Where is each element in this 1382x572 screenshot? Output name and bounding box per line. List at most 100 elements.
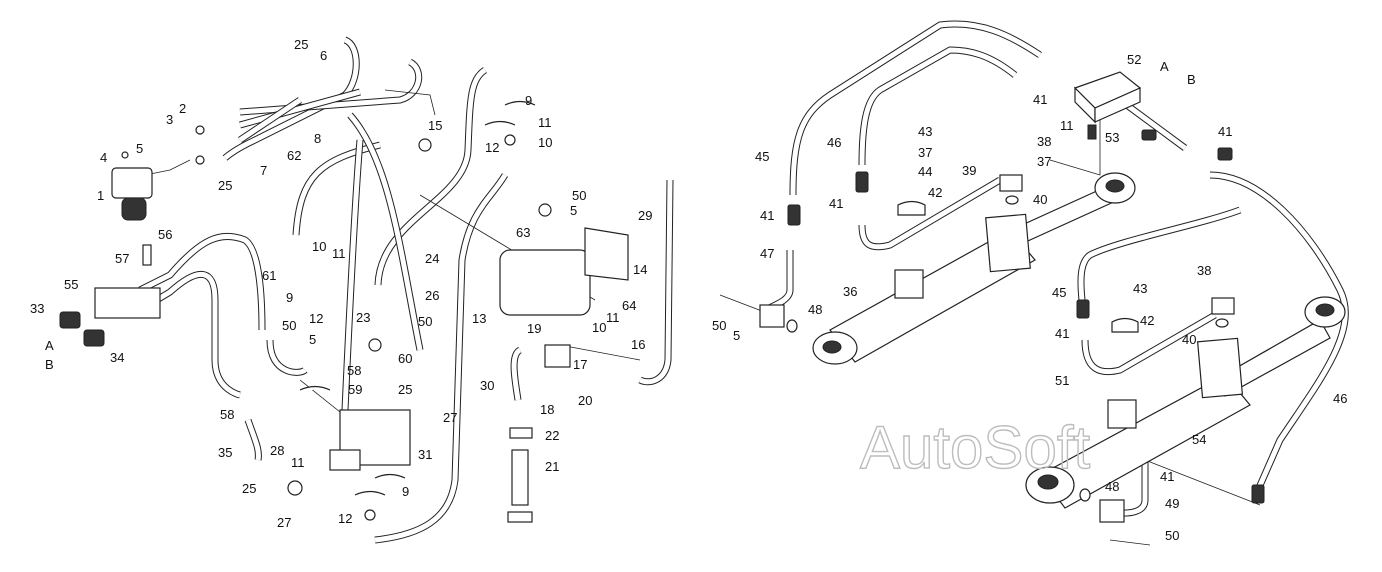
label-43: 43 xyxy=(1133,281,1147,296)
label-23: 23 xyxy=(356,310,370,325)
label-35: 35 xyxy=(218,445,232,460)
label-60: 60 xyxy=(398,351,412,366)
label-10: 10 xyxy=(538,135,552,150)
label-26: 26 xyxy=(425,288,439,303)
label-33: 33 xyxy=(30,301,44,316)
label-34: 34 xyxy=(110,350,124,365)
label-7: 7 xyxy=(260,163,267,178)
label-5: 5 xyxy=(136,141,143,156)
watermark-text: AutoSoft xyxy=(860,414,1090,481)
label-37: 37 xyxy=(918,145,932,160)
part-13-pump xyxy=(499,249,591,316)
label-B: B xyxy=(45,357,54,372)
part-36-cylinder xyxy=(812,172,1136,365)
part-55-manifold xyxy=(94,287,161,319)
label-18: 18 xyxy=(540,402,554,417)
label-4: 4 xyxy=(100,150,107,165)
label-50: 50 xyxy=(572,188,586,203)
part-33-fitting xyxy=(59,311,81,329)
label-45: 45 xyxy=(755,149,769,164)
label-38: 38 xyxy=(1197,263,1211,278)
label-A: A xyxy=(1160,59,1169,74)
label-16: 16 xyxy=(631,337,645,352)
part-21-spring xyxy=(511,449,529,506)
label-37: 37 xyxy=(1037,154,1051,169)
label-5: 5 xyxy=(309,332,316,347)
label-12: 12 xyxy=(485,140,499,155)
label-6: 6 xyxy=(320,48,327,63)
label-31: 31 xyxy=(418,447,432,462)
label-36: 36 xyxy=(843,284,857,299)
label-41: 41 xyxy=(1160,469,1174,484)
label-63: 63 xyxy=(516,225,530,240)
label-54: 54 xyxy=(1192,432,1206,447)
label-12: 12 xyxy=(309,311,323,326)
part-14-gasket xyxy=(584,227,629,281)
label-10: 10 xyxy=(592,320,606,335)
label-5: 5 xyxy=(570,203,577,218)
label-9: 9 xyxy=(525,93,532,108)
label-11: 11 xyxy=(1060,118,1074,133)
label-5: 5 xyxy=(733,328,740,343)
label-50: 50 xyxy=(282,318,296,333)
label-25: 25 xyxy=(218,178,232,193)
label-B: B xyxy=(1187,72,1196,87)
label-48: 48 xyxy=(808,302,822,317)
label-25: 25 xyxy=(398,382,412,397)
label-46: 46 xyxy=(827,135,841,150)
label-43: 43 xyxy=(918,124,932,139)
label-9: 9 xyxy=(402,484,409,499)
label-2: 2 xyxy=(179,101,186,116)
label-50: 50 xyxy=(1165,528,1179,543)
label-20: 20 xyxy=(578,393,592,408)
label-15: 15 xyxy=(428,118,442,133)
label-27: 27 xyxy=(443,410,457,425)
label-64: 64 xyxy=(622,298,636,313)
part-34-fitting xyxy=(83,329,105,347)
label-51: 51 xyxy=(1055,373,1069,388)
part-17-block xyxy=(544,344,571,368)
label-3: 3 xyxy=(166,112,173,127)
label-41: 41 xyxy=(760,208,774,223)
part-1-coil xyxy=(121,197,147,221)
hose-45b xyxy=(1077,206,1242,301)
hose-45 xyxy=(789,20,1042,196)
label-17: 17 xyxy=(573,357,587,372)
left-assembly: 25 6 2 3 5 4 1 25 7 8 62 15 9 11 10 12 2… xyxy=(30,36,674,544)
label-1: 1 xyxy=(97,188,104,203)
label-38: 38 xyxy=(1037,134,1051,149)
label-30: 30 xyxy=(480,378,494,393)
label-42: 42 xyxy=(928,185,942,200)
label-41: 41 xyxy=(829,196,843,211)
label-25: 25 xyxy=(242,481,256,496)
label-9: 9 xyxy=(286,290,293,305)
label-39: 39 xyxy=(962,163,976,178)
label-50: 50 xyxy=(712,318,726,333)
label-40: 40 xyxy=(1182,332,1196,347)
label-56: 56 xyxy=(158,227,172,242)
label-41: 41 xyxy=(1218,124,1232,139)
label-41: 41 xyxy=(1055,326,1069,341)
label-58: 58 xyxy=(347,363,361,378)
label-13: 13 xyxy=(472,311,486,326)
part-54-cylinder xyxy=(1025,296,1346,509)
label-44: 44 xyxy=(918,164,932,179)
label-19: 19 xyxy=(527,321,541,336)
label-11: 11 xyxy=(606,310,620,325)
label-46: 46 xyxy=(1333,391,1347,406)
label-29: 29 xyxy=(638,208,652,223)
label-58: 58 xyxy=(220,407,234,422)
label-57: 57 xyxy=(115,251,129,266)
part-1-body xyxy=(111,167,153,199)
part-42-clip xyxy=(897,200,926,216)
label-62: 62 xyxy=(287,148,301,163)
label-48: 48 xyxy=(1105,479,1119,494)
label-47: 47 xyxy=(760,246,774,261)
hose-46a xyxy=(858,46,1018,166)
label-50: 50 xyxy=(418,314,432,329)
label-10: 10 xyxy=(312,239,326,254)
label-11: 11 xyxy=(291,455,305,470)
label-55: 55 xyxy=(64,277,78,292)
